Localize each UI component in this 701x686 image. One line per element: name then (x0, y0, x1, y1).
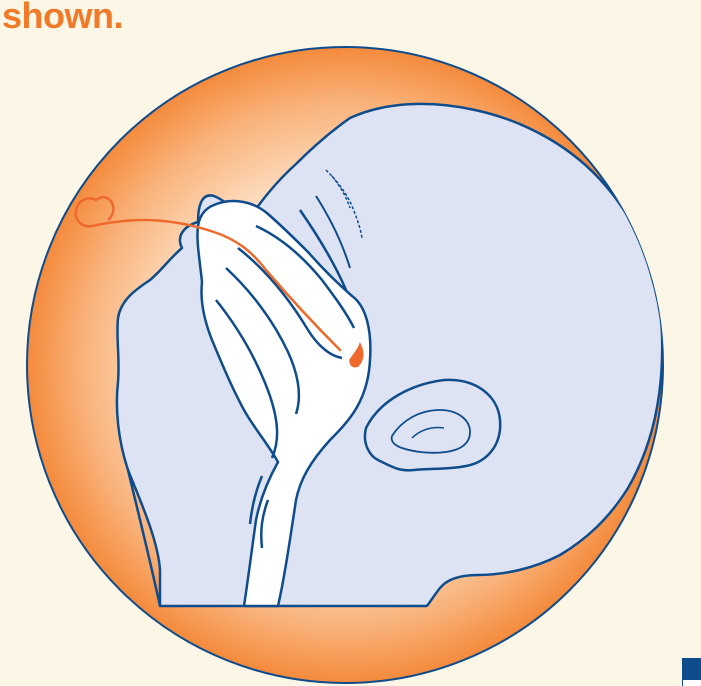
corner-box-inner (682, 680, 701, 686)
heading-text: shown. (2, 0, 123, 37)
corner-box (682, 658, 701, 686)
